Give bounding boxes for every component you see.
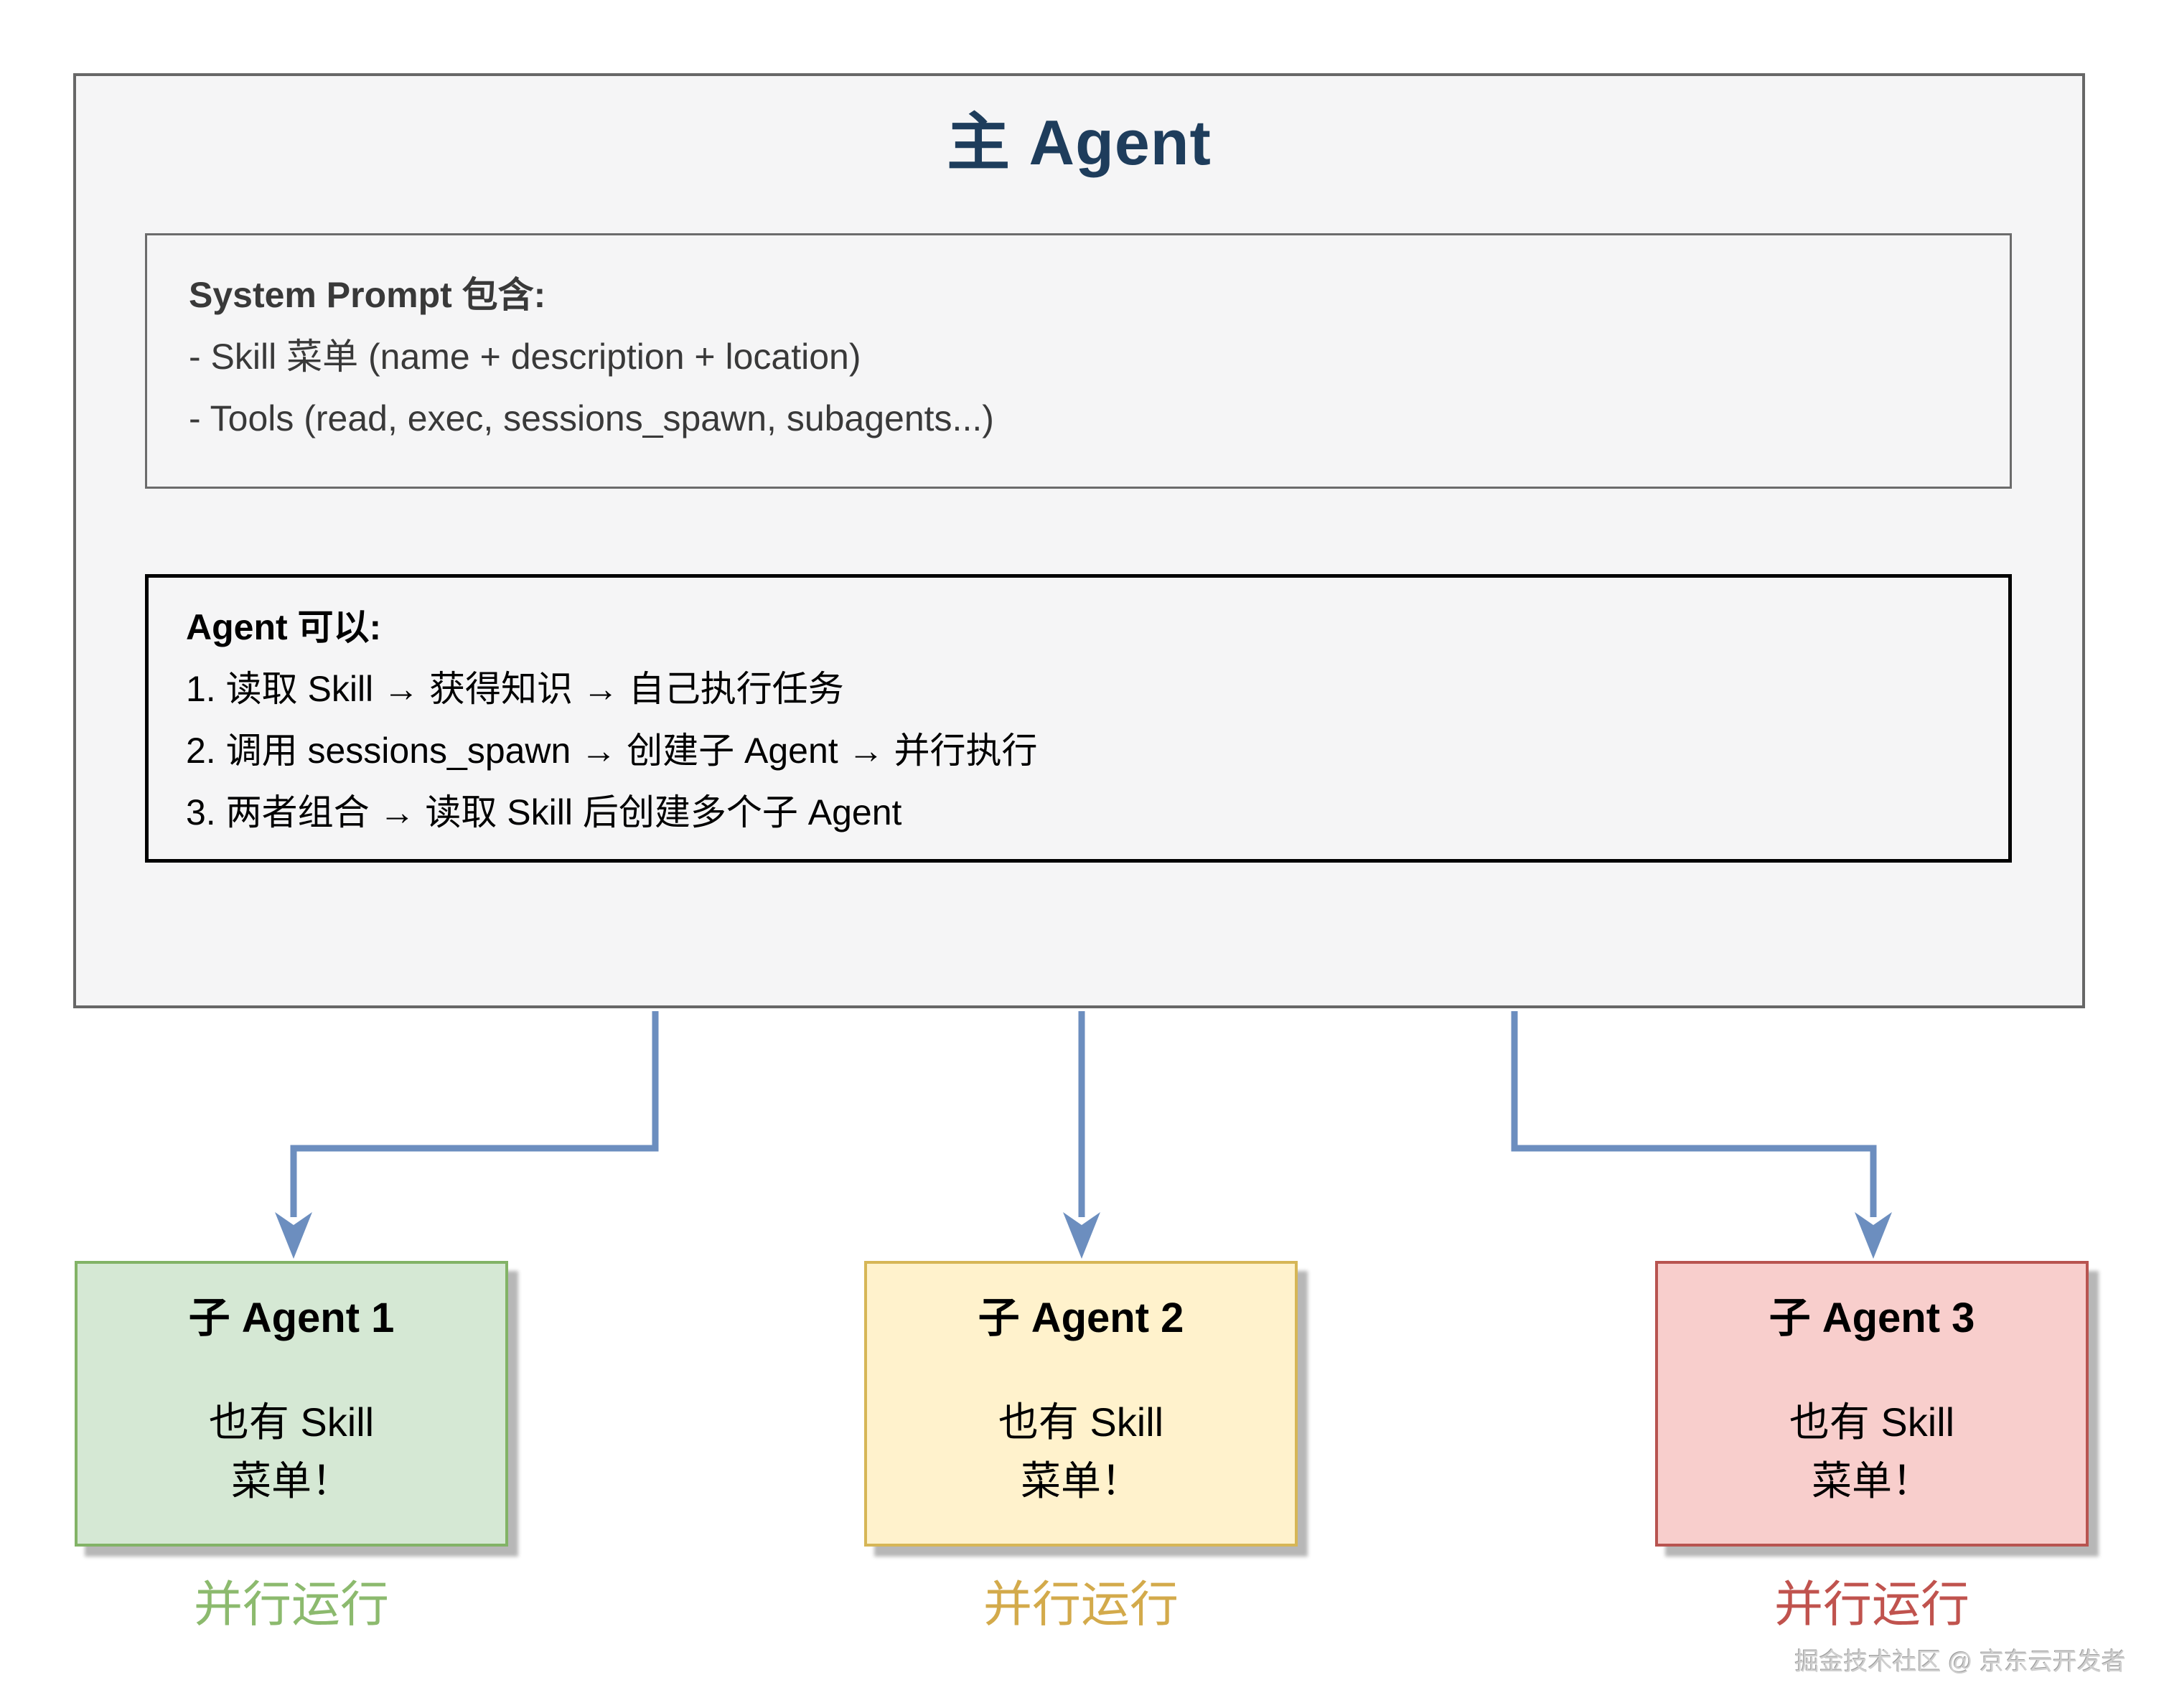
capabilities-heading: Agent 可以: — [186, 607, 382, 647]
sub-agent-1-box: 子 Agent 1 也有 Skill 菜单！ — [75, 1261, 508, 1547]
arrowhead-agent3-icon — [1855, 1212, 1892, 1259]
capabilities-box: Agent 可以: 1. 读取 Skill → 获得知识 → 自己执行任务 2.… — [145, 574, 2012, 863]
main-agent-title: 主 Agent — [947, 107, 1212, 178]
sub-agent-1-body-line1: 也有 Skill — [208, 1399, 375, 1445]
system-prompt-line-tools: - Tools (read, exec, sessions_spawn, sub… — [189, 398, 994, 438]
sub-agent-3-title: 子 Agent 3 — [1769, 1295, 1975, 1341]
sub-agent-3-body: 也有 Skill 菜单！ — [1658, 1393, 2086, 1511]
sub-agent-3-body-line2: 菜单！ — [1812, 1458, 1932, 1503]
capabilities-line-read-skill: 1. 读取 Skill → 获得知识 → 自己执行任务 — [186, 669, 844, 709]
capabilities-line-combined: 3. 两者组合 → 读取 Skill 后创建多个子 Agent — [186, 792, 902, 832]
sub-agent-2-body-line1: 也有 Skill — [998, 1399, 1164, 1445]
arrowhead-agent2-icon — [1063, 1212, 1100, 1259]
sub-agent-1-body: 也有 Skill 菜单！ — [78, 1393, 505, 1511]
sub-agent-1-title: 子 Agent 1 — [188, 1295, 395, 1341]
sub-agent-2-box: 子 Agent 2 也有 Skill 菜单！ — [864, 1261, 1298, 1547]
watermark: 掘金技术社区 @ 京东云开发者 — [1794, 1648, 2126, 1676]
arrowhead-agent1-icon — [275, 1212, 312, 1259]
sub-agent-1-body-line2: 菜单！ — [231, 1458, 352, 1503]
system-prompt-box: System Prompt 包含: - Skill 菜单 (name + des… — [145, 233, 2012, 489]
sub-agent-2-body: 也有 Skill 菜单！ — [867, 1393, 1295, 1511]
system-prompt-line-skill-menu: - Skill 菜单 (name + description + locatio… — [189, 337, 861, 377]
capabilities-line-sessions-spawn: 2. 调用 sessions_spawn → 创建子 Agent → 并行执行 — [186, 731, 1038, 771]
parallel-run-label-2: 并行运行 — [983, 1577, 1179, 1632]
arrow-main-to-agent1 — [290, 1011, 659, 1217]
main-agent-box — [73, 73, 2085, 1008]
parallel-run-label-1: 并行运行 — [193, 1577, 389, 1632]
sub-agent-2-title: 子 Agent 2 — [978, 1295, 1184, 1341]
system-prompt-heading: System Prompt 包含: — [189, 275, 546, 315]
sub-agent-3-box: 子 Agent 3 也有 Skill 菜单！ — [1655, 1261, 2089, 1547]
sub-agent-2-body-line2: 菜单！ — [1021, 1458, 1141, 1503]
arrow-main-to-agent3 — [1511, 1011, 1877, 1217]
parallel-run-label-3: 并行运行 — [1774, 1577, 1969, 1632]
sub-agent-3-body-line1: 也有 Skill — [1789, 1399, 1955, 1445]
